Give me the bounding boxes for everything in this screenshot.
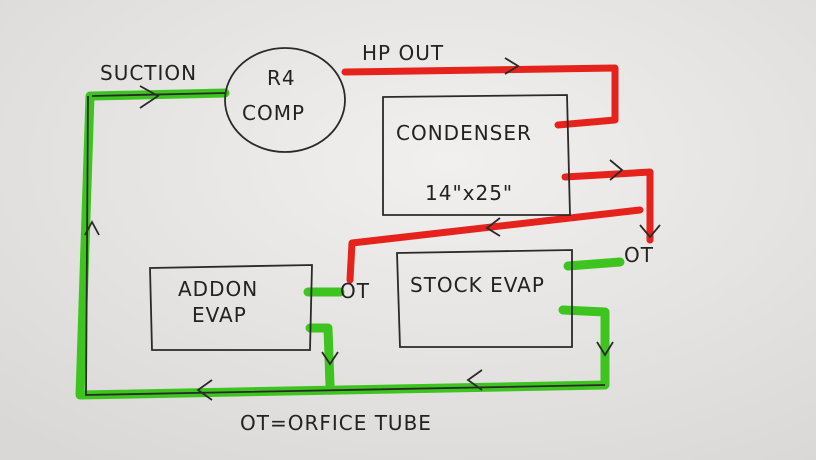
suction-label: SUCTION xyxy=(100,61,197,85)
addon-evap-label-line2: EVAP xyxy=(192,303,247,327)
arrow-icon xyxy=(504,57,520,75)
condenser-size: 14"x25" xyxy=(425,181,513,205)
stock-evap-box xyxy=(396,249,573,348)
condenser-label: CONDENSER xyxy=(396,121,532,145)
orifice-tube-label-stock: OT xyxy=(624,243,654,267)
stock-evap-label: STOCK EVAP xyxy=(410,273,545,297)
ink-drawing xyxy=(84,47,661,401)
arrow-icon xyxy=(639,224,661,239)
high-pressure-lines xyxy=(341,64,654,284)
legend-label: OT=ORFICE TUBE xyxy=(240,411,432,435)
arrow-icon xyxy=(466,369,483,391)
condenser-box xyxy=(382,94,571,216)
arrow-icon xyxy=(84,220,100,236)
compressor-circle xyxy=(224,47,346,153)
arrow-icon xyxy=(485,217,501,237)
orifice-tube-label-addon: OT xyxy=(340,279,370,303)
addon-evap-box xyxy=(149,264,313,351)
arrow-icon xyxy=(321,351,339,366)
hp-out-label: HP OUT xyxy=(362,41,444,65)
addon-evap-label-line1: ADDON xyxy=(178,277,258,301)
arrow-icon xyxy=(596,341,614,357)
arrow-icon xyxy=(609,159,624,181)
arrow-icon xyxy=(139,85,160,109)
arrow-icon xyxy=(196,379,213,401)
compressor-label-line1: R4 xyxy=(267,66,296,90)
compressor-label-line2: COMP xyxy=(242,101,305,125)
